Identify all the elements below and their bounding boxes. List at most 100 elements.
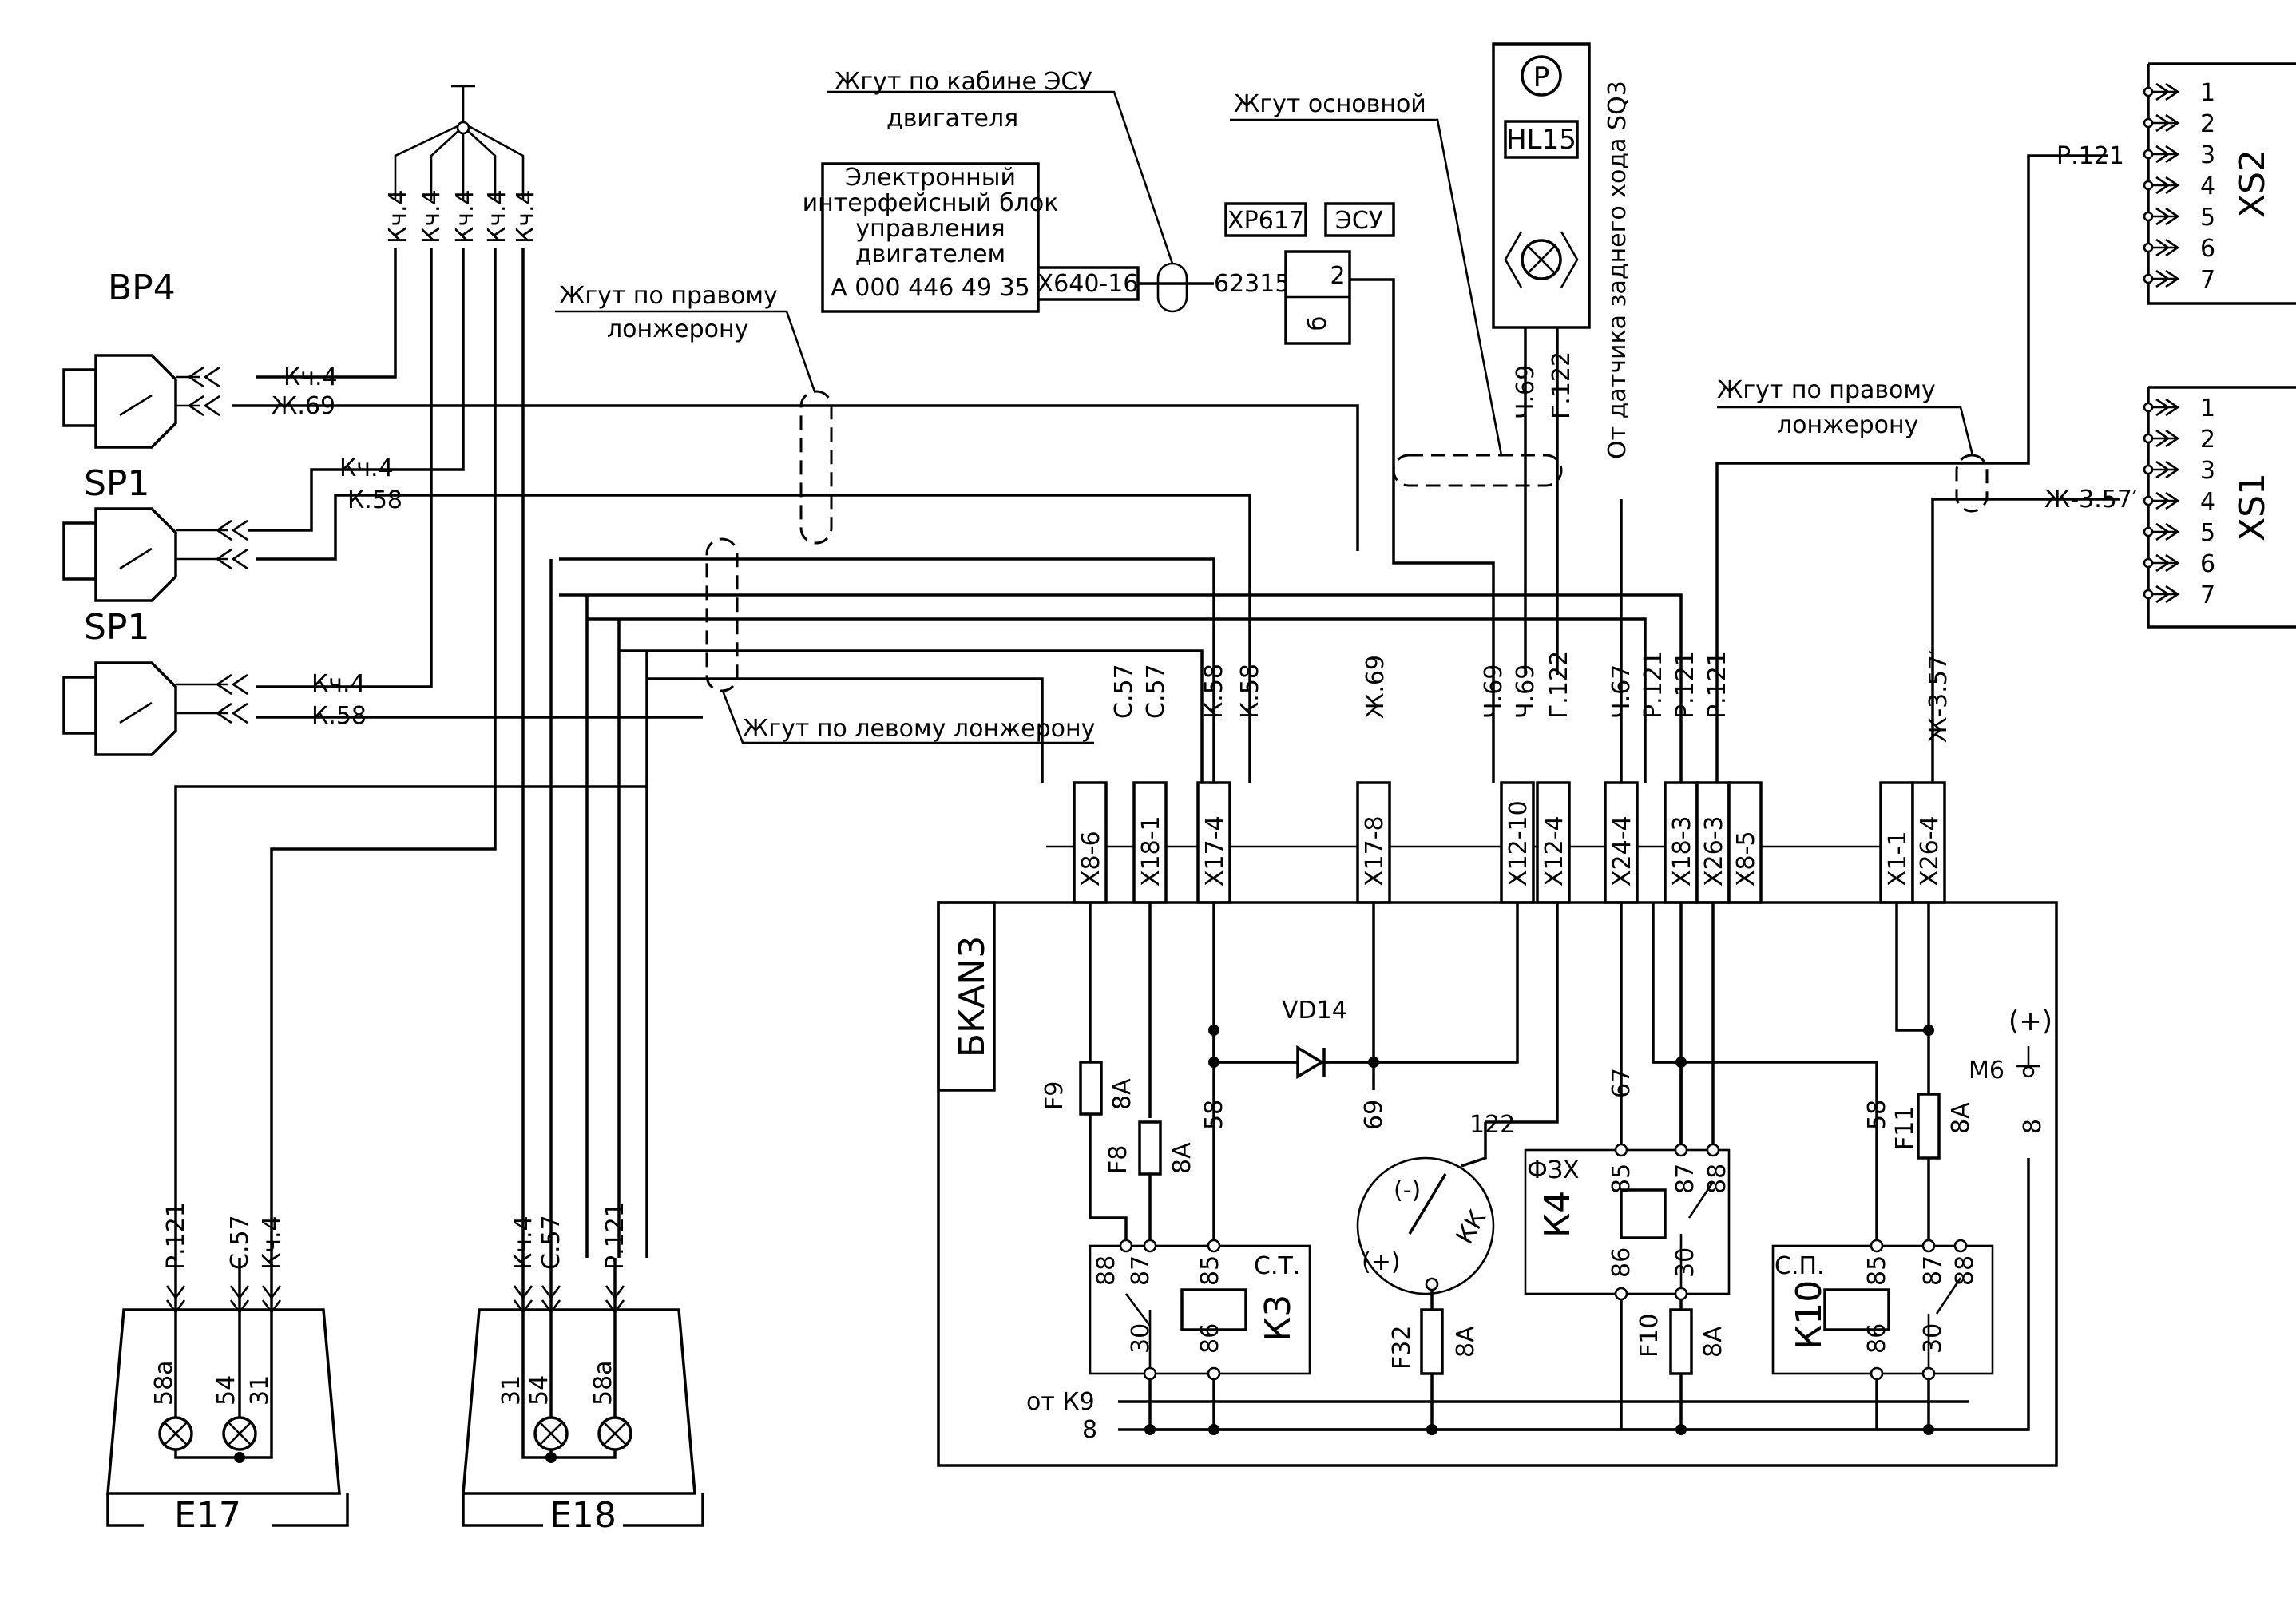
connector-label: X17-8 [1361,815,1389,886]
num-58-b: 58 [1863,1100,1891,1130]
connector-label: X12-4 [1541,815,1568,886]
fuse-f10 [1669,1308,1693,1375]
e17-pin-58a: 58а [150,1360,178,1406]
kk-minus: (-) [1394,1176,1421,1204]
k4-label: К4 [1537,1191,1578,1238]
harness-right-label-2: лонжерону [607,315,748,343]
k4-pin-30: 30 [1671,1247,1699,1278]
m6-label: M6 [1969,1057,2005,1085]
k3-pin-88: 88 [1092,1255,1120,1286]
connector-label: X24-4 [1608,815,1636,886]
splice-label-4: Кч.4 [483,189,511,244]
connector-label: X26-3 [1700,815,1728,886]
xs1-pin: 6 [2200,550,2215,578]
xs2-pin: 3 [2200,141,2215,169]
sensor-label: От датчика заднего хода SQ3 [1604,81,1632,459]
interface-line-4: двигателем [855,240,1005,268]
connector-label: X18-3 [1668,815,1696,886]
e18-wire-labels: Кч.4 С.57 Р.121 [510,1202,629,1270]
hl15-box [1492,42,1591,329]
interface-line-1: Электронный [845,164,1016,192]
k4-pin-86: 86 [1608,1247,1636,1278]
vlabel-r121-c: Р.121 [1703,651,1731,719]
xs1-wire-zh357: Ж-3.57′ [2044,486,2138,514]
hl15-wire-ch69: Ч.69 [1512,365,1540,419]
k10-pin-30: 30 [1919,1323,1947,1354]
connector-label: X17-4 [1201,815,1229,886]
xs2-pin: 7 [2200,266,2215,294]
vlabel-zh357: Ж-3.57′ [1925,649,1953,743]
xp617-box [1224,202,1307,237]
fuse-f8 [1138,1120,1162,1176]
vd14-diode [1296,1045,1325,1080]
lamp-e18: E18 31 54 58а [462,1258,704,1536]
f8-label: F8 [1104,1145,1132,1174]
harness-right-label-1: Жгут по правому [559,282,778,310]
harness-main-label: Жгут основной [1234,90,1426,118]
xs1-pin: 7 [2200,581,2215,609]
x640-connector [1037,266,1140,301]
harness-main-oval [1392,454,1563,487]
k10-pin-88: 88 [1951,1255,1979,1286]
lamp-connector-tips [165,1285,625,1315]
parking-icon-glyph: P [1533,61,1550,93]
xp617-pin-2: 2 [1330,262,1345,290]
x640-label: X640-16 [1037,270,1139,298]
xs1-label: XS1 [2232,473,2273,541]
esu-label: ЭСУ [1335,207,1383,235]
k3-tag: С.Т. [1254,1252,1300,1280]
connector-label: X12-10 [1505,800,1533,886]
interface-line-2: интерфейсный блок [803,189,1059,217]
hl15-wire-g122: Г.122 [1548,351,1576,419]
e17-wire-r121: Р.121 [162,1202,190,1270]
e18-label: E18 [549,1495,617,1536]
e17-label: E17 [174,1495,241,1536]
k10-pin-86: 86 [1863,1323,1891,1354]
parking-icon [1521,55,1562,97]
bp4-label: BP4 [108,268,176,308]
harness-esu-label-1: Жгут по кабине ЭСУ [835,68,1092,96]
vlabel-zh69: Ж.69 [1362,655,1390,719]
xs2-pin: 2 [2200,110,2215,138]
connector-x12-10 [1500,781,1535,904]
xs1-pin: 2 [2200,426,2215,454]
e17-wire-kch4: Кч.4 [258,1216,286,1270]
e18-wire-kch4: Кч.4 [510,1216,537,1270]
k10-label: К10 [1789,1280,1830,1350]
f8-rating: 8А [1168,1142,1196,1174]
vlabel-s57-a: С.57 [1110,664,1138,719]
vlabel-ch69-a: Ч.69 [1480,664,1508,719]
e17-pin-31: 31 [246,1375,274,1406]
num-67: 67 [1608,1068,1636,1098]
harness-esu-oval [1156,262,1188,313]
connector-x18-3 [1664,781,1699,904]
xs2-wire-r121: Р.121 [2056,142,2124,170]
xp617-pin-b: б [1304,316,1332,331]
fuse-f9 [1079,1061,1103,1116]
fuse-f32 [1420,1308,1444,1375]
interface-block [821,162,1040,313]
f32-rating: 8А [1452,1326,1480,1358]
vlabel-s57-b: С.57 [1142,664,1170,719]
connector-label: X18-1 [1137,815,1165,886]
f32-label: F32 [1388,1326,1416,1370]
bkan3-box [937,901,2058,1467]
vlabel-k58-a: К.58 [1200,664,1228,719]
xs1-pin: 3 [2200,457,2215,485]
k4-pin-85: 85 [1608,1164,1636,1194]
harness-right-b-label-2: лонжерону [1777,411,1918,439]
connector-wire-labels: С.57 С.57 К.58 К.58 Ж.69 Ч.69 Ч.69 Г.122… [1110,649,1953,743]
harness-right-oval [799,390,833,545]
splice-kch4-labels: Кч.4 Кч.4 Кч.4 Кч.4 Кч.4 [384,189,540,244]
connector-label: X8-5 [1732,831,1760,886]
xp617-label: XP617 [1227,207,1304,235]
k10-pin-87: 87 [1919,1255,1947,1286]
xs2-pin: 5 [2200,204,2215,232]
vlabel-r121-a: Р.121 [1640,651,1667,719]
k3-label: К3 [1258,1295,1299,1342]
connector-label: X26-4 [1916,815,1944,886]
interface-line-3: управления [855,215,1005,243]
f11-label: F11 [1891,1106,1919,1150]
sp1-label-a: SP1 [84,463,149,504]
